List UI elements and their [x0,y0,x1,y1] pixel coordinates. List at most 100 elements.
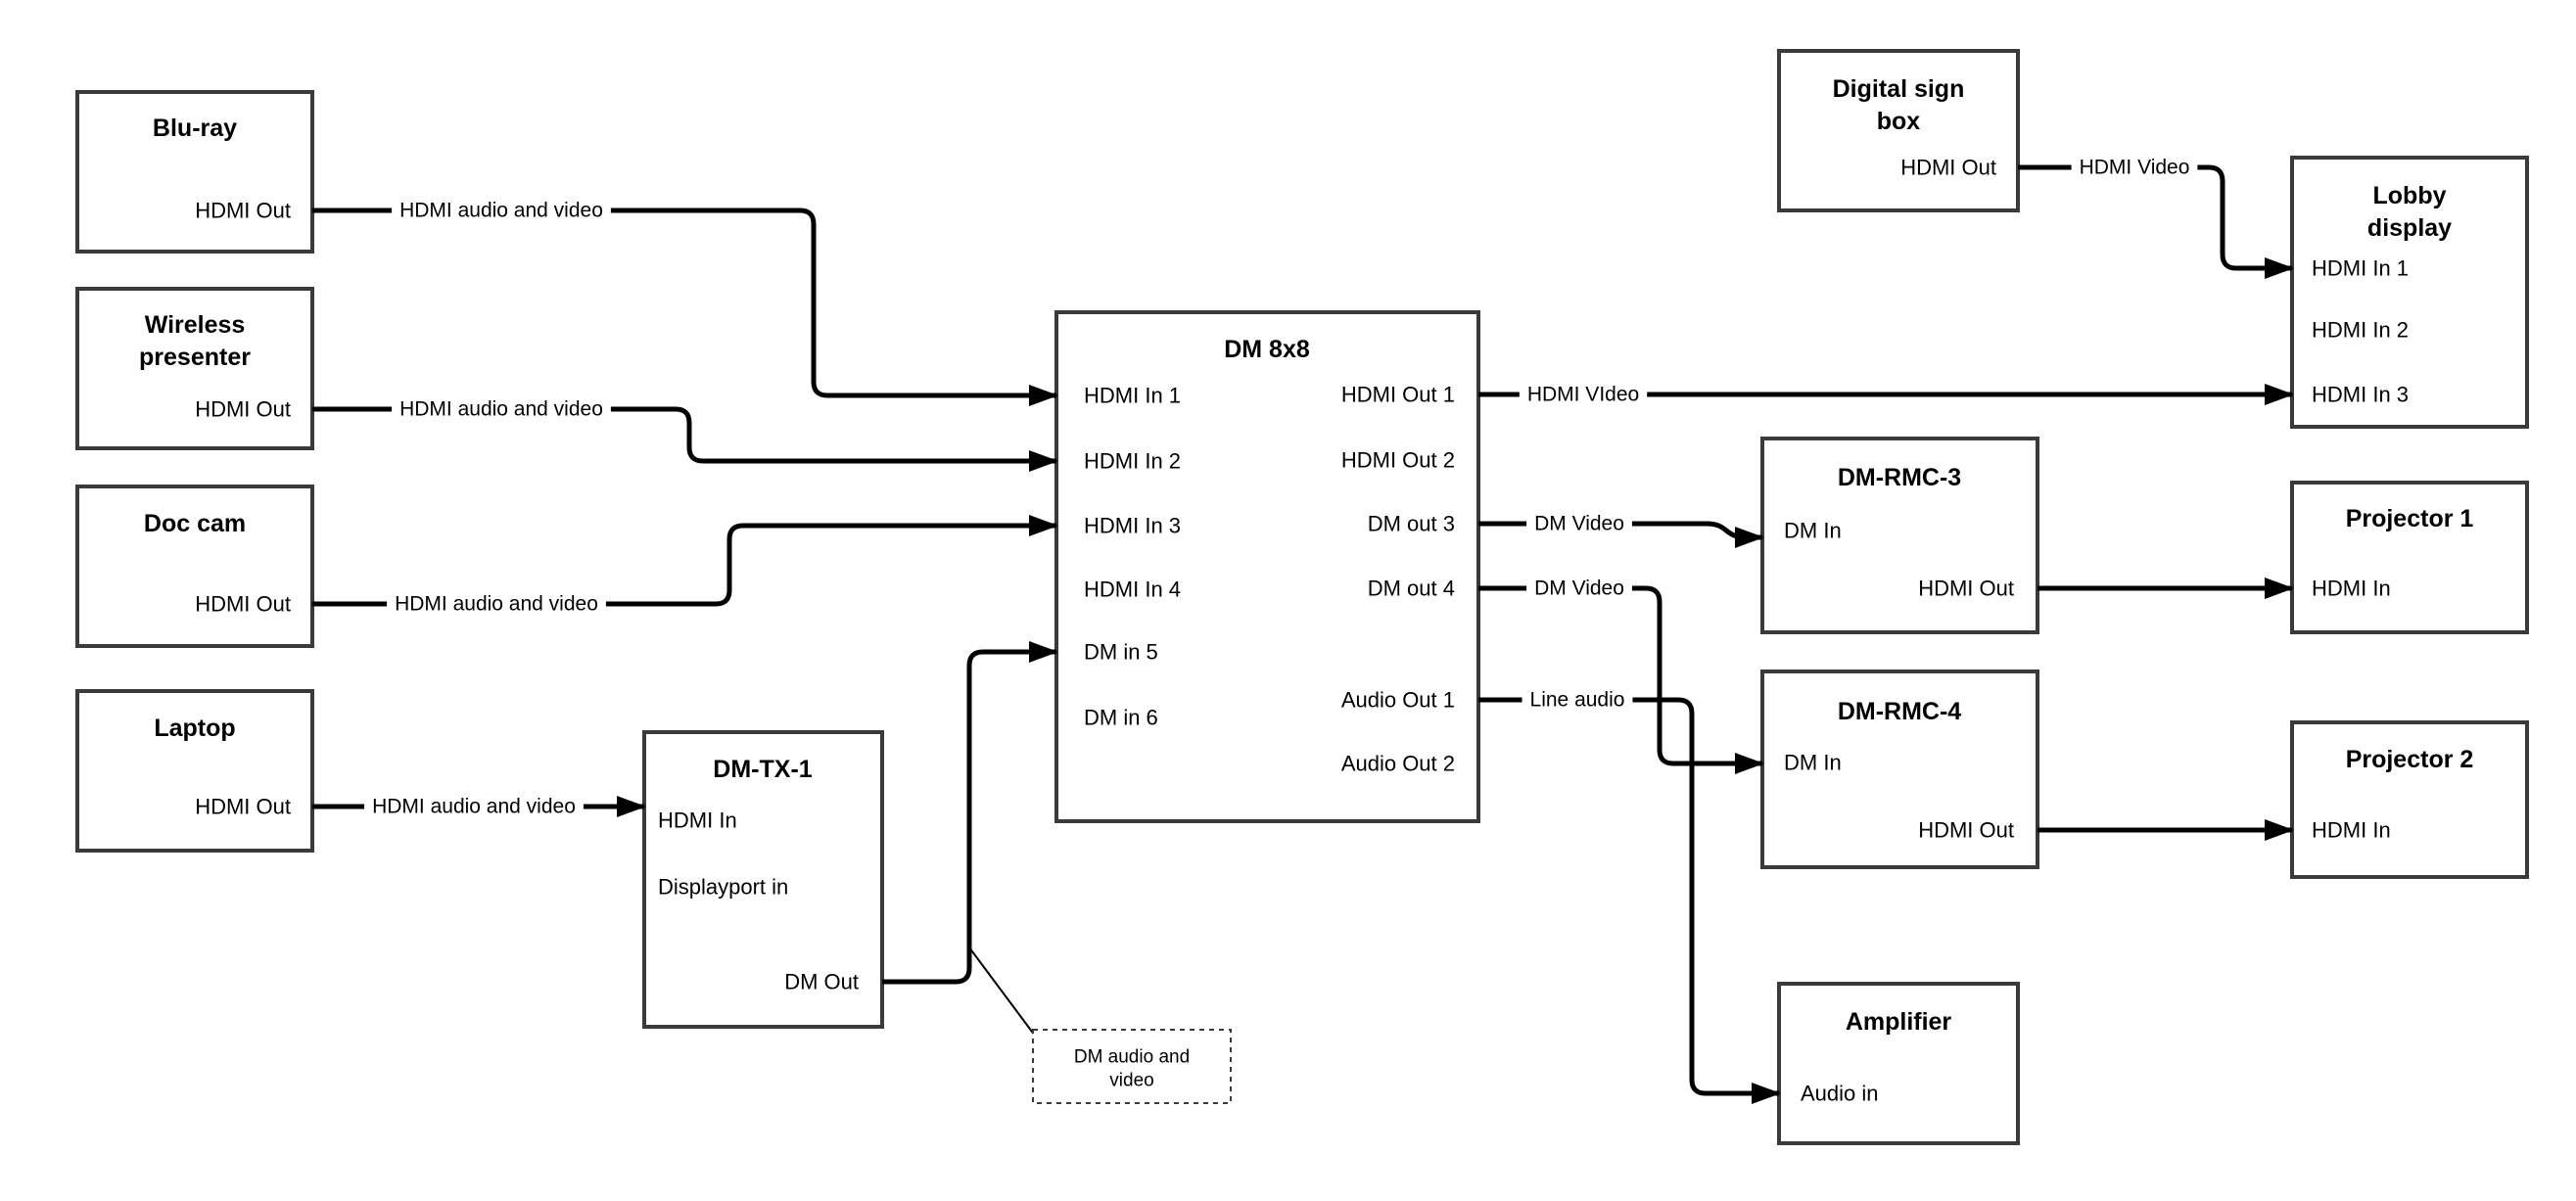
wire-dmtx1-to-dm8x8-in5 [882,641,1058,985]
node-dm8x8-box [1054,310,1480,823]
node-lobby-title-line1: Lobby [2373,182,2447,209]
node-dm8x8-port-dm-in-6: DM in 6 [1084,706,1158,730]
node-lobby-port-hdmi-in-2: HDMI In 2 [2312,318,2409,343]
callout-box [1032,1029,1232,1104]
node-bluray-port-hdmi-out: HDMI Out [195,199,291,223]
wire-label-line-audio-text: Line audio [1530,689,1625,712]
node-amplifier-box [1777,982,2020,1145]
node-dm8x8-port-audio-out-2: Audio Out 2 [1341,752,1455,776]
node-amplifier-port-audio-in: Audio in [1801,1082,1879,1106]
node-amplifier-title: Amplifier [1846,1008,1952,1036]
node-dmtx1-port-hdmi-in: HDMI In [658,808,737,833]
wire-wireless-to-dm8x8-in2 [312,406,1058,472]
wire-label-wireless-bg [392,395,611,423]
wire-labels: HDMI audio and video HDMI audio and vide… [364,154,2198,820]
wire-label-wireless-text: HDMI audio and video [399,398,603,421]
node-laptop-port-hdmi-out: HDMI Out [195,795,291,819]
node-dm8x8-port-hdmi-in-1: HDMI In 1 [1084,384,1181,408]
node-dm8x8-title: DM 8x8 [1224,336,1310,363]
wire-label-hdmi-video-sign: HDMI Video [2071,154,2198,181]
wire-label-bluray: HDMI audio and video [392,197,611,224]
node-laptop-title: Laptop [154,715,235,742]
wire-label-dm-video-out3: DM Video [1526,510,1632,537]
node-lobby-port-hdmi-in-1: HDMI In 1 [2312,256,2409,281]
node-dm8x8-port-dm-out-4: DM out 4 [1368,577,1455,601]
node-proj2-title: Projector 2 [2346,746,2474,773]
node-digital-sign-title-line2: box [1877,108,1921,135]
wire-label-laptop-bg [364,793,584,820]
node-bluray: Blu-ray HDMI Out [75,90,314,254]
node-dm8x8-port-dm-in-5: DM in 5 [1084,640,1158,665]
node-dmrmc3-port-hdmi-out: HDMI Out [1918,577,2014,601]
node-dm8x8-port-hdmi-in-4: HDMI In 4 [1084,577,1181,602]
wire-label-hdmi-video-out1-text: HDMI VIdeo [1527,384,1639,406]
wire-label-doccam: HDMI audio and video [387,590,606,618]
node-dm8x8-port-hdmi-out-2: HDMI Out 2 [1341,448,1455,473]
wire-label-dm-video-out4-bg [1526,575,1632,602]
node-dm8x8-port-hdmi-in-3: HDMI In 3 [1084,514,1181,538]
node-digital-sign-box: Digital sign box HDMI Out [1777,49,2020,212]
wire-label-line-audio-bg [1522,686,1633,714]
node-dmrmc4-port-hdmi-out: HDMI Out [1918,818,2014,843]
node-amplifier: Amplifier Audio in [1777,982,2020,1145]
node-dm-rmc-3: DM-RMC-3 DM In HDMI Out [1760,437,2039,634]
node-dmtx1-port-displayport-in: Displayport in [658,875,788,900]
callout-leader-line [968,947,1036,1037]
wire-label-laptop: HDMI audio and video [364,793,584,820]
wire-label-laptop-text: HDMI audio and video [372,796,576,818]
wire-label-doccam-text: HDMI audio and video [395,593,598,616]
node-dmrmc4-port-dm-in: DM In [1784,751,1842,775]
node-lobby-display: Lobby display HDMI In 1 HDMI In 2 HDMI I… [2290,156,2529,429]
wire-dm8x8-out3-to-dmrmc3 [1478,521,1764,548]
wire-label-hdmi-video-out1-bg [1519,381,1648,408]
wire-label-dm-video-out3-text: DM Video [1534,513,1624,535]
node-proj2-port-hdmi-in: HDMI In [2312,818,2391,843]
wire-dm8x8-out4-to-dmrmc4 [1478,585,1764,774]
wire-label-bluray-bg [392,197,611,224]
node-wireless-title-line1: Wireless [145,311,246,339]
node-projector-1: Projector 1 HDMI In [2290,481,2529,634]
node-wireless-port-hdmi-out: HDMI Out [195,397,291,422]
node-dm-8x8: DM 8x8 HDMI In 1 HDMI In 2 HDMI In 3 HDM… [1054,310,1480,823]
wire-label-bluray-text: HDMI audio and video [399,200,603,222]
wire-label-wireless: HDMI audio and video [392,395,611,423]
wire-label-dm-video-out4: DM Video [1526,575,1632,602]
node-wireless-presenter: Wireless presenter HDMI Out [75,287,314,450]
node-proj1-box [2290,481,2529,634]
node-digital-sign-port-hdmi-out: HDMI Out [1900,156,1996,180]
node-dmtx1-title: DM-TX-1 [713,756,812,783]
node-lobby-title-line2: display [2367,214,2452,242]
wire-digital-sign-to-lobby-in1 [2018,164,2294,279]
node-laptop: Laptop HDMI Out [75,689,314,853]
node-dmtx1-box [642,730,884,1029]
node-doccam-box [75,485,314,648]
wire-label-hdmi-video-sign-text: HDMI Video [2080,157,2190,179]
node-dm-rmc-4: DM-RMC-4 DM In HDMI Out [1760,670,2039,869]
wire-label-dm-video-out3-bg [1526,510,1632,537]
wire-label-hdmi-video-sign-bg [2071,154,2198,181]
node-doccam-title: Doc cam [144,510,246,537]
node-laptop-box [75,689,314,853]
node-dmrmc3-port-dm-in: DM In [1784,519,1842,543]
node-proj1-title: Projector 1 [2346,505,2474,532]
node-wireless-box [75,287,314,450]
node-dm8x8-port-hdmi-in-2: HDMI In 2 [1084,449,1181,474]
wire-label-doccam-bg [387,590,606,618]
node-dmrmc3-title: DM-RMC-3 [1838,464,1961,491]
wire-label-hdmi-video-out1: HDMI VIdeo [1519,381,1648,408]
wire-doccam-to-dm8x8-in3 [312,515,1058,607]
node-doc-cam: Doc cam HDMI Out [75,485,314,648]
node-bluray-box [75,90,314,254]
node-dmrmc4-box [1760,670,2039,869]
node-dm8x8-port-dm-out-3: DM out 3 [1368,512,1455,536]
node-dmtx1-port-dm-out: DM Out [784,970,859,994]
node-wireless-title-line2: presenter [139,344,251,371]
node-bluray-title: Blu-ray [153,115,237,142]
node-projector-2: Projector 2 HDMI In [2290,720,2529,879]
wire-bluray-to-dm8x8-in1 [312,208,1058,406]
wires [312,164,2294,1104]
node-lobby-box [2290,156,2529,429]
node-dm-tx-1: DM-TX-1 HDMI In Displayport in DM Out [642,730,884,1029]
